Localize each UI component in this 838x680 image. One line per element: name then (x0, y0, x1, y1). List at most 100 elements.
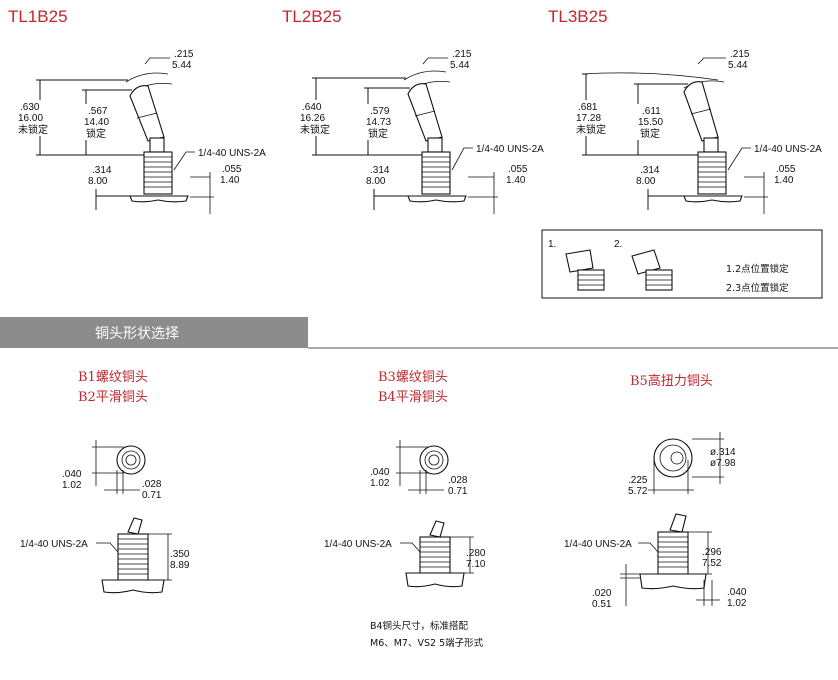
length-dim-lines (148, 533, 172, 581)
lock-label-1: 1. (548, 239, 556, 250)
offset-dim-mm: 0.71 (142, 490, 162, 501)
lock-position-box: 1. 2. 1.2点位置锁定 2.3点位置锁定 (541, 229, 823, 299)
head-note-line1: B4铜头尺寸，标准搭配 (370, 620, 469, 632)
offset-dim-lines (408, 470, 444, 494)
lock-note-2: 2.3点位置锁定 (726, 282, 789, 294)
top-arc-line (581, 72, 719, 81)
top-dim-leader (144, 57, 170, 65)
locked-dim-mm: 14.40 (84, 117, 109, 128)
head-note-line2: M6、M7、VS2 5端子形式 (370, 637, 484, 649)
locked-dim-note: 锁定 (368, 127, 388, 140)
head-side-view (639, 513, 707, 590)
base-dim-in: .314 (92, 165, 112, 176)
overall-dim-mm: 16.00 (18, 113, 43, 124)
overall-dim-in: .681 (578, 102, 598, 113)
base-dim-mm: 8.00 (88, 176, 108, 187)
base-dim-in: .314 (640, 165, 660, 176)
top-arc-line (125, 72, 169, 83)
thread-leader (451, 147, 473, 171)
top-dim-in: .215 (174, 49, 194, 60)
lock-note-1: 1.2点位置锁定 (726, 263, 789, 275)
width-dim-lines (648, 460, 694, 494)
overall-dim-note: 未锁定 (18, 123, 48, 136)
pin-dim-lines (92, 440, 124, 486)
right-dim-in: .040 (727, 587, 747, 598)
locked-dim-in: .611 (642, 106, 661, 117)
flange-dim-lines (744, 172, 768, 214)
length-dim-mm: 7.52 (702, 558, 722, 569)
pin-dim-lines (396, 440, 428, 486)
thread-label: 1/4-40 UNS-2A (564, 539, 632, 550)
top-dim-leader (422, 57, 448, 65)
pin-dim-in: .040 (370, 467, 390, 478)
base-dim-mm: 8.00 (366, 176, 386, 187)
threaded-bushing (683, 151, 743, 203)
thread-leader (638, 542, 659, 553)
threaded-bushing (129, 151, 189, 203)
flange-dim-lines (468, 172, 498, 214)
model-tl1b25: TL1B25 .215 5.44 .630 16.00 未锁定 .567 14.… (8, 7, 266, 214)
model-title: TL1B25 (8, 7, 68, 26)
width-dim-mm: 5.72 (628, 486, 648, 497)
head-b1-b2: B1螺纹铜头 B2平滑铜头 .040 1.02 .028 0.71 1/4-40… (20, 370, 190, 594)
pin-dim-mm: 1.02 (370, 478, 390, 489)
overall-dim-mm: 16.26 (300, 113, 325, 124)
top-dim-in: .215 (452, 49, 472, 60)
thread-leader (727, 147, 751, 171)
thread-leader (96, 542, 119, 553)
offset-dim-in: .028 (142, 479, 162, 490)
offset-dim-mm: 0.71 (448, 486, 468, 497)
dia-dim-mm: ø7.98 (710, 458, 736, 469)
head-side-view (405, 520, 465, 588)
pin-dim-in: .040 (62, 469, 82, 480)
base-dim-mm: 8.00 (636, 176, 656, 187)
flange-dim-in: .055 (776, 164, 796, 175)
low-dim-in: .020 (592, 588, 612, 599)
head-side-view (101, 517, 165, 594)
lock-sketch-1 (565, 249, 605, 291)
model-tl2b25: TL2B25 .215 5.44 .640 16.26 未锁定 .579 14.… (282, 7, 544, 214)
locked-dim-in: .567 (88, 106, 108, 117)
top-dim-mm: 5.44 (450, 60, 470, 71)
head-name-line1: B3螺纹铜头 (378, 370, 448, 385)
length-dim-mm: 8.89 (170, 560, 190, 571)
flange-dim-mm: 1.40 (774, 175, 794, 186)
threaded-bushing (407, 151, 467, 203)
flange-dim-mm: 1.40 (220, 175, 240, 186)
right-dim-lines (696, 580, 720, 606)
dia-dim-in: ø.314 (710, 447, 736, 458)
thread-leader (400, 542, 421, 553)
thread-label: 1/4-40 UNS-2A (198, 148, 266, 159)
top-dim-in: .215 (730, 49, 750, 60)
head-b3-b4: B3螺纹铜头 B4平滑铜头 .040 1.02 .028 0.71 1/4-40… (324, 370, 486, 649)
band-title: 铜头形状选择 (95, 326, 179, 342)
length-dim-in: .296 (702, 547, 722, 558)
locked-dim-mm: 15.50 (638, 117, 663, 128)
locked-dim-mm: 14.73 (366, 117, 391, 128)
low-dim-mm: 0.51 (592, 599, 612, 610)
locked-dim-note: 锁定 (86, 127, 106, 140)
top-dim-mm: 5.44 (728, 60, 748, 71)
head-name-line1: B1螺纹铜头 (78, 370, 148, 385)
overall-dim-mm: 17.28 (576, 113, 601, 124)
length-dim-lines (688, 531, 712, 575)
overall-dim-note: 未锁定 (300, 123, 330, 136)
overall-dim-in: .630 (20, 102, 40, 113)
thread-label: 1/4-40 UNS-2A (754, 144, 822, 155)
length-dim-in: .280 (466, 548, 486, 559)
locked-dim-in: .579 (370, 106, 390, 117)
offset-dim-lines (104, 470, 140, 494)
toggle-lever (407, 83, 443, 153)
top-dim-mm: 5.44 (172, 60, 192, 71)
pin-dim-mm: 1.02 (62, 480, 82, 491)
low-dim-lines (620, 564, 640, 606)
length-dim-mm: 7.10 (466, 559, 486, 570)
section-band: 铜头形状选择 (0, 317, 838, 349)
head-top-view (419, 445, 449, 475)
width-dim-in: .225 (628, 475, 648, 486)
right-dim-mm: 1.02 (727, 598, 747, 609)
head-top-view (653, 438, 693, 478)
flange-dim-lines (190, 172, 214, 214)
head-b5: B5高扭力铜头 ø.314 ø7.98 .225 5.72 1/4-40 UNS… (564, 373, 747, 610)
